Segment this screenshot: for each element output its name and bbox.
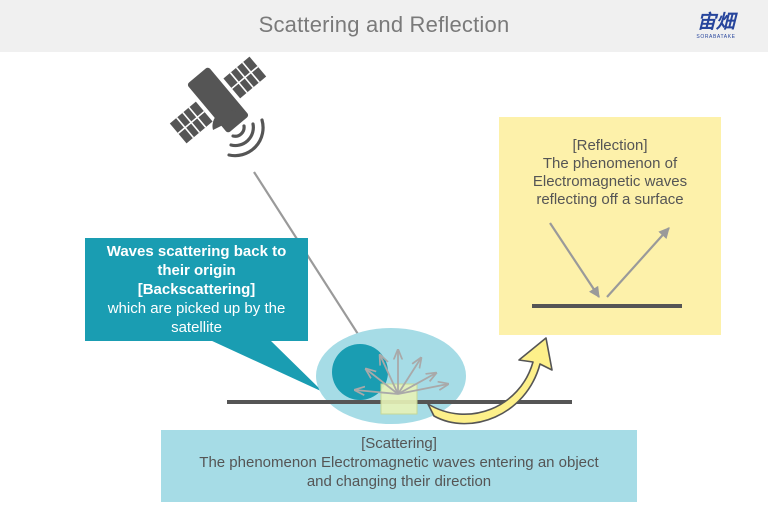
reflection-line-3: reflecting off a surface xyxy=(536,191,684,208)
sorabatake-logo: 宙畑 SORABATAKE xyxy=(692,7,740,45)
scattering-point xyxy=(380,383,418,415)
backscattering-callout: Waves scattering back to their origin [B… xyxy=(85,238,308,341)
scattering-panel: [Scattering] The phenomenon Electromagne… xyxy=(161,430,637,502)
signal-waves-icon xyxy=(227,118,265,158)
reflected-ray xyxy=(606,227,670,298)
callout-bold-line-3: [Backscattering] xyxy=(137,281,256,298)
satellite-dish-icon xyxy=(212,109,241,130)
callout-plain-line-2: satellite xyxy=(171,319,222,336)
scattering-line-1: The phenomenon Electromagnetic waves ent… xyxy=(199,454,599,471)
scattering-object xyxy=(332,344,388,400)
reflection-illustration xyxy=(532,222,682,308)
page-title: Scattering and Reflection xyxy=(258,12,510,37)
reflection-description: [Reflection] The phenomenon of Electroma… xyxy=(499,137,721,209)
incident-ray xyxy=(549,222,600,298)
reflection-heading: [Reflection] xyxy=(572,137,648,154)
callout-pointer xyxy=(210,340,323,392)
reflection-panel: [Reflection] The phenomenon of Electroma… xyxy=(499,117,721,335)
scattering-description: [Scattering] The phenomenon Electromagne… xyxy=(161,434,637,491)
scattered-wave-arrows xyxy=(355,350,448,394)
scattering-heading: [Scattering] xyxy=(361,435,437,452)
callout-plain-line-1: which are picked up by the xyxy=(107,300,286,317)
header-bar: Scattering and Reflection 宙畑 SORABATAKE xyxy=(0,0,768,52)
reflection-line-2: Electromagnetic waves xyxy=(532,173,688,190)
callout-bold-line-2: their origin xyxy=(157,262,236,279)
logo-text: 宙畑 xyxy=(696,11,735,33)
scattering-line-2: and changing their direction xyxy=(306,473,492,490)
logo-subtext: SORABATAKE xyxy=(696,34,736,40)
transition-arrow xyxy=(427,337,553,425)
reflection-line-1: The phenomenon of xyxy=(542,155,678,172)
callout-bold-line-1: Waves scattering back to xyxy=(106,243,287,260)
